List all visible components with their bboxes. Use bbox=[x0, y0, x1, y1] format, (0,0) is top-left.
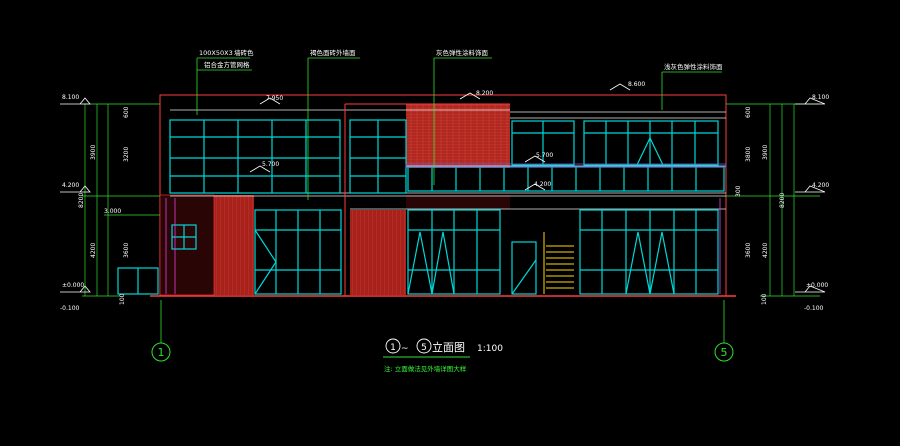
dim-seg-3600-left: 3600 bbox=[123, 243, 130, 258]
dim-seg-8200-right: 8200 bbox=[779, 193, 786, 208]
level-left-7950: 7.950 bbox=[266, 95, 283, 102]
dim-seg-4200-left: 4200 bbox=[90, 243, 97, 258]
level-center-4200: 4.200 bbox=[534, 181, 551, 188]
balcony-railing bbox=[407, 166, 725, 192]
label-frame-color: 墙砖色 bbox=[234, 48, 254, 57]
axis-label-5: 5 bbox=[721, 346, 728, 359]
level-right-zero: ±0.000 bbox=[806, 282, 828, 289]
axis-lines bbox=[160, 300, 725, 343]
level-left-3000: 3.000 bbox=[104, 208, 121, 215]
upper-right-windows bbox=[511, 120, 719, 166]
floor-bands bbox=[170, 109, 726, 210]
ground-floor-windows bbox=[117, 209, 719, 295]
level-right-top: 8.100 bbox=[812, 94, 829, 101]
level-right-5700: 5.700 bbox=[536, 152, 553, 159]
level-left-zero: ±0.000 bbox=[62, 282, 84, 289]
left-dimensions bbox=[82, 103, 160, 297]
level-center-8200: 8.200 bbox=[476, 90, 493, 97]
right-dimensions bbox=[726, 103, 820, 297]
level-right-8600: 8.600 bbox=[628, 81, 645, 88]
dim-seg-3800-right: 3800 bbox=[745, 147, 752, 162]
level-markers bbox=[60, 83, 826, 293]
dim-seg-3900-right: 3900 bbox=[762, 145, 769, 160]
dim-seg-8200-left: 8200 bbox=[78, 193, 85, 208]
annotation-leaders bbox=[196, 57, 722, 200]
axis-bubble-1: 1 bbox=[151, 342, 171, 362]
title-axis-end: 5 bbox=[421, 343, 427, 353]
title-text: 立面图 bbox=[432, 340, 465, 354]
upper-left-curtain-wall bbox=[169, 119, 407, 194]
dim-seg-3900-left: 3900 bbox=[90, 145, 97, 160]
level-left-5700: 5.700 bbox=[262, 161, 279, 168]
dim-seg-100-right: 100 bbox=[761, 293, 768, 305]
axis-bubble-5: 5 bbox=[714, 342, 734, 362]
dim-seg-4200-right: 4200 bbox=[762, 243, 769, 258]
label-frame-spec: 100X50X3 bbox=[199, 49, 233, 57]
axis-label-1: 1 bbox=[158, 346, 165, 359]
title-scale: 1:100 bbox=[477, 344, 503, 354]
title-tilde: ~ bbox=[401, 344, 409, 354]
stair bbox=[543, 232, 574, 294]
title-axis-start: 1 bbox=[390, 343, 396, 353]
dim-seg-100-left: 100 bbox=[119, 293, 126, 305]
label-light-gray-coating: 浅灰色弹性涂料饰面 bbox=[664, 62, 723, 71]
label-grille: 铝合金方管网格 bbox=[204, 60, 250, 69]
drawing-note: 注: 立面做法见外墙详图大样 bbox=[384, 364, 467, 373]
level-left-neg: -0.100 bbox=[60, 305, 80, 312]
level-left-mid: 4.200 bbox=[62, 182, 79, 189]
dim-seg-300-right: 300 bbox=[735, 185, 742, 197]
level-right-neg: -0.100 bbox=[804, 305, 824, 312]
level-left-top: 8.100 bbox=[62, 94, 79, 101]
dim-seg-3200-left: 3200 bbox=[123, 147, 130, 162]
dim-seg-600-left: 600 bbox=[123, 106, 130, 118]
dim-seg-3600-right: 3600 bbox=[745, 243, 752, 258]
dim-seg-600-right: 600 bbox=[745, 106, 752, 118]
drawing-title: 1 ~ 5 立面图 1:100 注: 立面做法见外墙详图大样 bbox=[383, 338, 503, 373]
label-gray-coating: 灰色弹性涂料饰面 bbox=[436, 48, 489, 57]
level-right-mid: 4.200 bbox=[812, 182, 829, 189]
columns bbox=[165, 198, 721, 294]
label-brick-wall: 褐色面砖外墙面 bbox=[310, 48, 356, 57]
brick-wall-areas bbox=[159, 104, 510, 296]
